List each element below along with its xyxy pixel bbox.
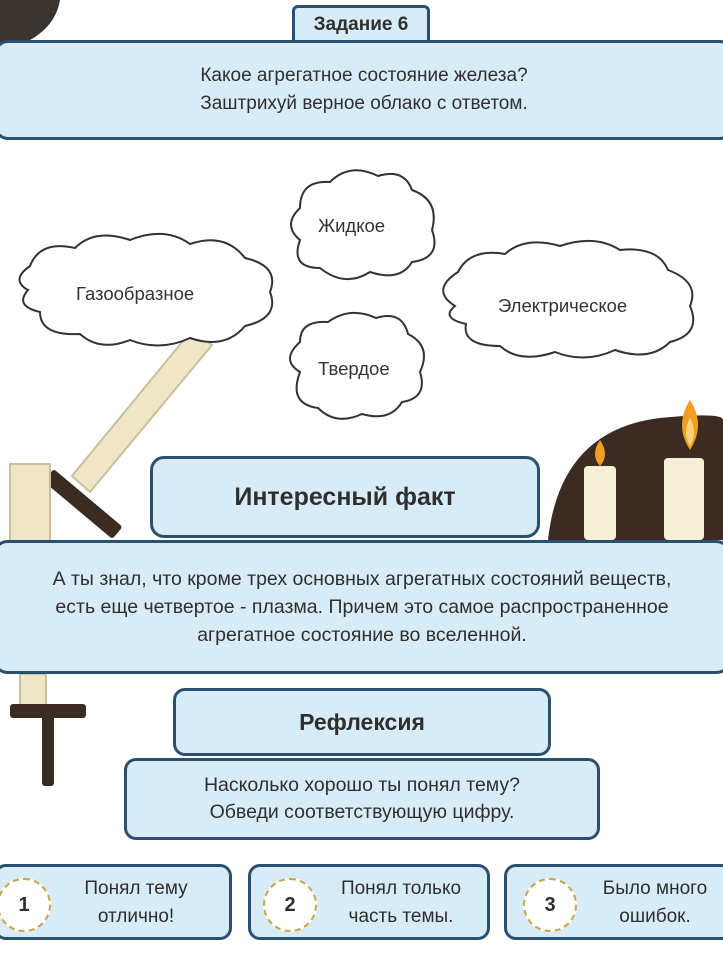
option-text-2: Понял только часть темы. [323,875,479,931]
option-text-3: Было много ошибок. [585,875,723,931]
cloud-solid-label[interactable]: Твердое [318,358,390,379]
fact-line-2: есть еще четвертое - плазма. Причем это … [55,596,669,618]
cloud-liquid-shape [290,169,436,280]
post-left [9,463,51,545]
option-1-line-2: отлично! [97,906,175,927]
reflection-option-1[interactable]: 1 Понял тему отлично! [0,864,232,940]
fact-line-3: агрегатное состояние во вселенной. [197,624,527,646]
task-number-label: Задание 6 [313,14,409,35]
option-2-line-1: Понял только [340,878,462,899]
handle-bar [10,704,86,718]
question-line-1: Какое агрегатное состояние железа? [200,65,528,86]
reflection-title: Рефлексия [299,708,425,735]
fact-line-1: А ты знал, что кроме трех основных агрег… [52,568,672,590]
option-number-1[interactable]: 1 [0,878,51,932]
task-number-tab: Задание 6 [292,5,430,45]
cloud-liquid-label[interactable]: Жидкое [318,215,386,236]
option-text-1: Понял тему отлично! [61,875,211,931]
cloud-gas-shape [18,232,274,347]
reflection-option-3[interactable]: 3 Было много ошибок. [504,864,723,940]
sword-guard [44,470,122,538]
option-number-3[interactable]: 3 [523,878,577,932]
reflection-line-1: Насколько хорошо ты понял тему? [203,774,521,796]
cloud-electric-shape [442,239,695,359]
option-number-2[interactable]: 2 [263,878,317,932]
fact-text-box: А ты знал, что кроме трех основных агрег… [0,540,723,674]
reflection-option-2[interactable]: 2 Понял только часть темы. [248,864,490,940]
question-line-2: Заштрихуй верное облако с ответом. [200,93,528,114]
reflection-line-2: Обведи соответствующую цифру. [209,801,515,823]
dark-rock-shape [0,0,60,52]
option-1-line-1: Понял тему [84,878,188,899]
candle-left [584,440,616,540]
reflection-question-box: Насколько хорошо ты понял тему? Обведи с… [124,758,600,840]
handle-stem [42,712,54,786]
reflection-title-box: Рефлексия [173,688,551,756]
fact-title-box: Интересный факт [150,456,540,538]
option-3-line-1: Было много [602,878,708,899]
cloud-electric-label[interactable]: Электрическое [498,295,628,316]
fact-title: Интересный факт [234,482,456,511]
question-box: Какое агрегатное состояние железа? Заштр… [0,40,723,140]
option-3-line-2: ошибок. [619,906,691,927]
cloud-gas-label[interactable]: Газообразное [76,283,195,304]
cloud-solid-shape [289,311,425,420]
candle-right [664,400,704,540]
option-2-line-2: часть темы. [348,906,454,927]
